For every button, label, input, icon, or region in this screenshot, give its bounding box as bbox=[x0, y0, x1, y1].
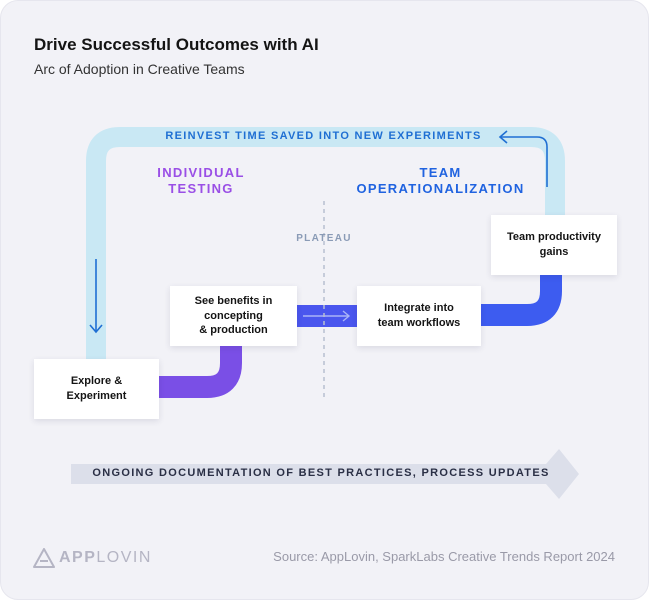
documentation-label: ONGOING DOCUMENTATION OF BEST PRACTICES,… bbox=[92, 467, 550, 479]
down-arrow-icon bbox=[89, 259, 103, 334]
phase-team-operationalization: TEAM OPERATIONALIZATION bbox=[356, 165, 525, 196]
blue-connector-2 bbox=[481, 275, 562, 326]
step-team-productivity: Team productivity gains bbox=[491, 215, 617, 275]
source-citation: Source: AppLovin, SparkLabs Creative Tre… bbox=[273, 549, 615, 564]
applovin-logo: APPLOVIN bbox=[33, 548, 152, 568]
reinvest-label: REINVEST TIME SAVED INTO NEW EXPERIMENTS bbox=[165, 130, 482, 142]
reinvest-loop bbox=[86, 127, 565, 363]
applovin-logo-icon bbox=[33, 548, 55, 568]
right-arrow-icon bbox=[303, 310, 351, 322]
purple-connector bbox=[159, 346, 242, 398]
left-arrow-icon bbox=[498, 130, 548, 187]
step-see-benefits: See benefits in concepting & production bbox=[170, 286, 297, 346]
logo-text-light: LOVIN bbox=[96, 549, 152, 566]
logo-text-bold: APP bbox=[59, 549, 97, 566]
phase-individual-testing: INDIVIDUAL TESTING bbox=[157, 165, 245, 196]
step-integrate-workflows: Integrate into team workflows bbox=[357, 286, 481, 346]
page-subtitle: Arc of Adoption in Creative Teams bbox=[34, 61, 245, 77]
page-title: Drive Successful Outcomes with AI bbox=[34, 35, 319, 54]
step-explore-experiment: Explore & Experiment bbox=[34, 359, 159, 419]
phase-plateau: PLATEAU bbox=[296, 233, 352, 244]
documentation-arrow bbox=[71, 449, 579, 499]
